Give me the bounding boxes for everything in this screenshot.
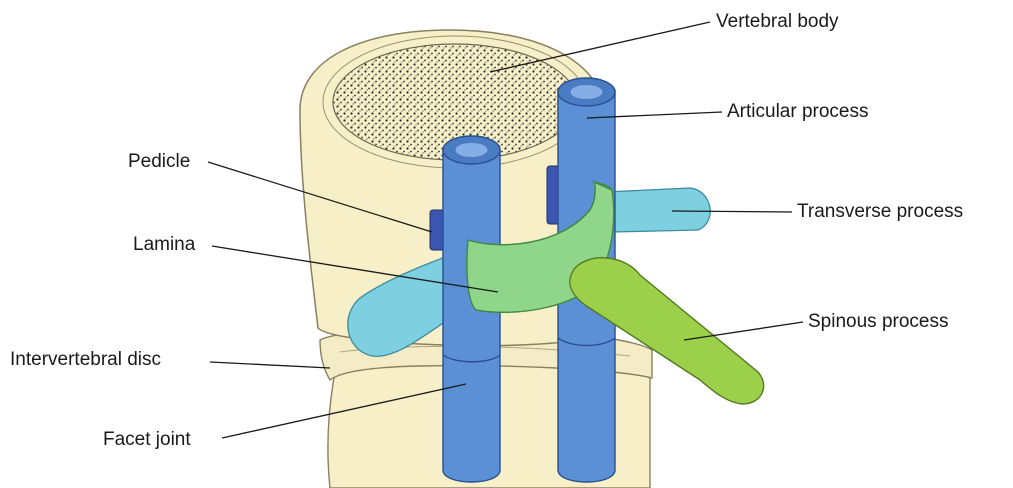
label-facet-joint: Facet joint [103,429,191,451]
label-lamina: Lamina [133,234,195,256]
label-spinous-process: Spinous process [808,311,948,333]
articular-process-left [443,150,500,482]
label-transverse-process: Transverse process [797,201,963,223]
label-pedicle: Pedicle [128,151,190,173]
label-intervertebral-disc: Intervertebral disc [10,349,161,371]
label-vertebral-body: Vertebral body [716,11,839,33]
transverse-process-right [606,188,710,232]
label-articular-process: Articular process [727,101,869,123]
leader-intervertebral-disc [210,362,330,368]
